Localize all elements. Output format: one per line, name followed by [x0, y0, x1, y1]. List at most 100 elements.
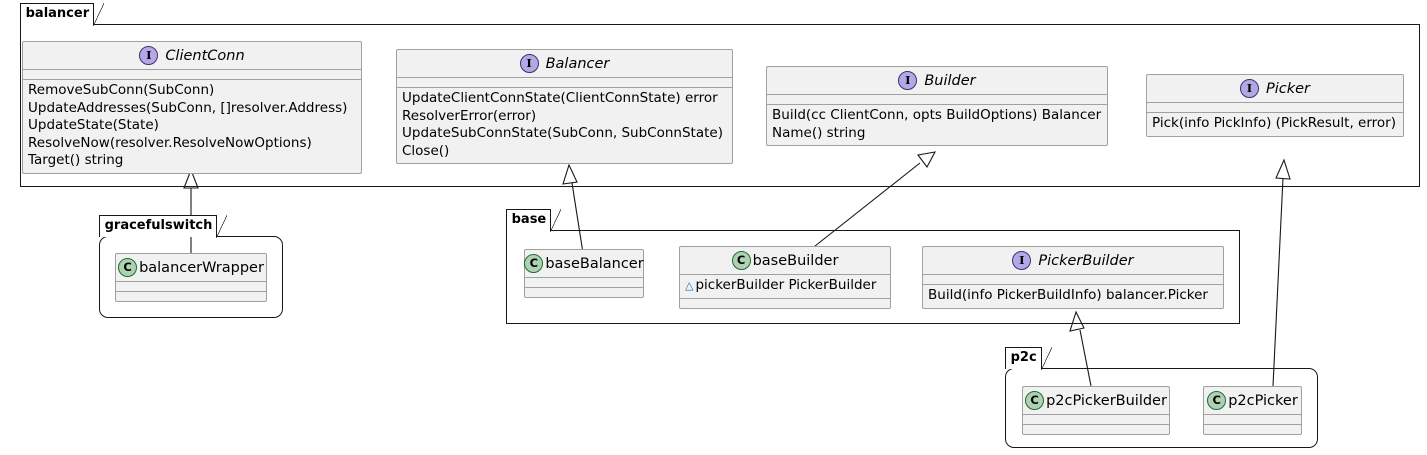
package-p2c: p2c: [1004, 346, 1318, 448]
methods-compartment-builder: Build(cc ClientConn, opts BuildOptions) …: [767, 105, 1107, 145]
package-label-base: base: [505, 208, 561, 232]
fields-compartment-balancer: [397, 78, 732, 87]
node-title-clientconn: I ClientConn: [23, 42, 361, 69]
node-name-clientconn: ClientConn: [165, 47, 245, 64]
member: Pick(info PickInfo) (PickResult, error): [1152, 115, 1397, 131]
fields-compartment-p2cpicker: [1204, 415, 1301, 424]
fields-compartment-basebalancer: [525, 278, 643, 287]
interface-icon: I: [1012, 251, 1032, 270]
fields-compartment-builder: [767, 95, 1107, 104]
divider: [1023, 414, 1169, 415]
node-name-p2cpickerbuilder: p2cPickerBuilder: [1046, 392, 1167, 409]
divider: [1147, 102, 1403, 103]
fields-compartment-picker: [1147, 103, 1403, 112]
node-title-balancer: I Balancer: [397, 50, 732, 77]
divider: [116, 281, 266, 282]
node-picker[interactable]: I Picker Pick(info PickInfo) (PickResult…: [1146, 74, 1404, 137]
fields-compartment-pickerbuilder: [923, 275, 1223, 284]
fields-compartment-clientconn: [23, 70, 361, 79]
class-icon: C: [118, 258, 138, 277]
interface-icon: I: [519, 54, 539, 73]
divider: [767, 104, 1107, 105]
methods-compartment-p2cpicker: [1204, 425, 1301, 434]
node-balancerwrapper[interactable]: C balancerWrapper: [115, 253, 267, 302]
edge-p2cpicker-to-picker: [1272, 158, 1291, 387]
member: UpdateAddresses(SubConn, []resolver.Addr…: [28, 99, 348, 116]
node-name-basebalancer: baseBalancer: [545, 255, 644, 272]
fields-compartment-basebuilder: △pickerBuilder PickerBuilder: [680, 275, 890, 298]
class-icon: C: [524, 254, 544, 273]
node-title-pickerbuilder: I PickerBuilder: [923, 247, 1223, 274]
node-p2cpickerbuilder[interactable]: C p2cPickerBuilder: [1022, 386, 1170, 435]
node-title-p2cpickerbuilder: C p2cPickerBuilder: [1023, 387, 1169, 414]
class-icon: C: [731, 251, 751, 270]
member: Close(): [402, 142, 450, 159]
interface-icon: I: [898, 71, 918, 90]
visibility-marker-icon: △: [685, 279, 694, 292]
package-balancer: balancer: [19, 2, 1420, 187]
fields-compartment-p2cpickerbuilder: [1023, 415, 1169, 424]
field-row: △pickerBuilder PickerBuilder: [685, 277, 885, 295]
divider: [525, 277, 643, 278]
divider: [116, 291, 266, 292]
methods-compartment-balancerwrapper: [116, 292, 266, 301]
member: Build(cc ClientConn, opts BuildOptions) …: [772, 107, 1102, 123]
divider: [1023, 424, 1169, 425]
interface-icon: I: [1239, 79, 1259, 98]
methods-compartment-picker: Pick(info PickInfo) (PickResult, error): [1147, 113, 1403, 136]
member: Target() string: [28, 152, 124, 168]
node-p2cpicker[interactable]: C p2cPicker: [1203, 386, 1302, 435]
methods-compartment-basebalancer: [525, 288, 643, 297]
package-gracefulswitch: gracefulswitch: [98, 214, 283, 318]
node-name-p2cpicker: p2cPicker: [1228, 392, 1298, 409]
member: ResolverError(error): [402, 107, 537, 124]
methods-compartment-pickerbuilder: Build(info PickerBuildInfo) balancer.Pic…: [923, 285, 1223, 308]
node-name-basebuilder: baseBuilder: [752, 252, 839, 269]
package-label-p2c: p2c: [1004, 346, 1052, 370]
node-balancer[interactable]: I Balancer UpdateClientConnState(ClientC…: [396, 49, 733, 164]
methods-compartment-clientconn: RemoveSubConn(SubConn) UpdateAddresses(S…: [23, 80, 361, 173]
divider: [923, 274, 1223, 275]
member: ResolveNow(resolver.ResolveNowOptions): [28, 134, 312, 151]
node-name-balancerwrapper: balancerWrapper: [139, 259, 264, 276]
divider: [397, 87, 732, 88]
methods-compartment-balancer: UpdateClientConnState(ClientConnState) e…: [397, 88, 732, 163]
package-label-balancer: balancer: [19, 2, 104, 26]
node-basebuilder[interactable]: C baseBuilder △pickerBuilder PickerBuild…: [679, 246, 891, 309]
member: RemoveSubConn(SubConn): [28, 82, 215, 98]
divider: [397, 77, 732, 78]
node-title-basebalancer: C baseBalancer: [524, 250, 644, 277]
package-base: base: [505, 208, 1240, 324]
divider: [767, 94, 1107, 95]
package-label-gracefulswitch: gracefulswitch: [98, 214, 228, 238]
node-title-builder: I Builder: [767, 67, 1107, 94]
divider: [1204, 424, 1301, 425]
node-pickerbuilder[interactable]: I PickerBuilder Build(info PickerBuildIn…: [922, 246, 1224, 309]
node-name-balancer: Balancer: [545, 55, 610, 72]
node-title-balancerwrapper: C balancerWrapper: [116, 254, 266, 281]
member: Build(info PickerBuildInfo) balancer.Pic…: [928, 287, 1208, 303]
member: UpdateState(State): [28, 117, 159, 133]
fields-compartment-balancerwrapper: [116, 282, 266, 291]
class-icon: C: [1207, 391, 1227, 410]
methods-compartment-basebuilder: [680, 299, 890, 308]
divider: [923, 284, 1223, 285]
member: Name() string: [772, 124, 866, 141]
node-title-p2cpicker: C p2cPicker: [1204, 387, 1301, 414]
class-icon: C: [1025, 391, 1045, 410]
node-basebalancer[interactable]: C baseBalancer: [524, 249, 644, 298]
divider: [680, 297, 890, 299]
node-title-picker: I Picker: [1147, 75, 1403, 102]
member: UpdateSubConnState(SubConn, SubConnState…: [402, 125, 723, 141]
divider: [1147, 112, 1403, 113]
node-clientconn[interactable]: I ClientConn RemoveSubConn(SubConn) Upda…: [22, 41, 362, 174]
divider: [23, 69, 361, 70]
field-label: pickerBuilder PickerBuilder: [695, 277, 877, 293]
divider: [680, 274, 890, 275]
node-builder[interactable]: I Builder Build(cc ClientConn, opts Buil…: [766, 66, 1108, 146]
methods-compartment-p2cpickerbuilder: [1023, 425, 1169, 434]
node-name-picker: Picker: [1265, 80, 1311, 97]
member: UpdateClientConnState(ClientConnState) e…: [402, 90, 718, 106]
divider: [23, 79, 361, 80]
